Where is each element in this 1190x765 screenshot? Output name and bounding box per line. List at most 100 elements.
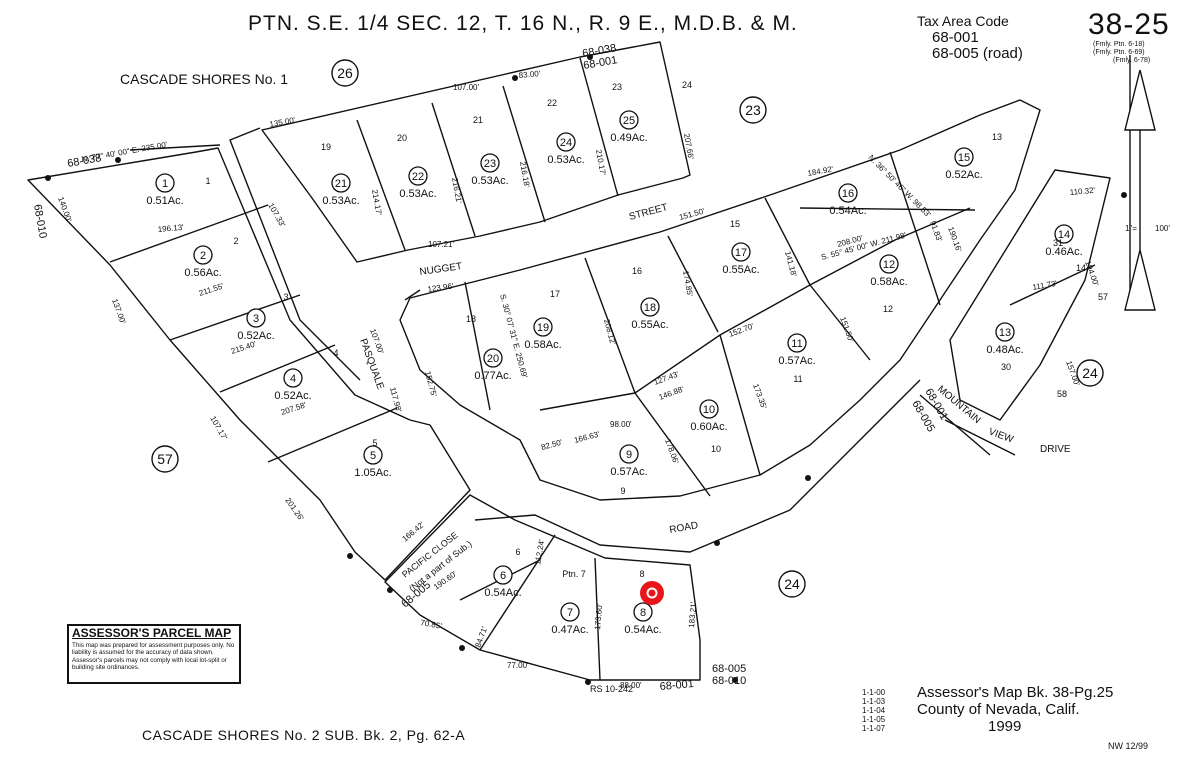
parcel-7: 70.47Ac.	[551, 602, 589, 636]
dimension-label: 208.12'	[602, 318, 618, 346]
parcel-8: 80.54Ac.	[624, 602, 662, 636]
parcel-circle	[954, 147, 974, 167]
parcel-circle	[331, 173, 351, 193]
adjacent-book-number: 57	[157, 451, 173, 467]
parcel-21: 210.53Ac.	[322, 173, 360, 207]
former-number-2: (Fmly. Ptn. 6-69)	[1093, 49, 1145, 56]
parcel-acreage: 0.55Ac.	[722, 264, 759, 276]
tax-area-code: 68-001	[582, 54, 618, 72]
parcel-4: 40.52Ac.	[274, 368, 312, 402]
parcel-number: 5	[370, 450, 376, 462]
parcel-acreage: 0.58Ac.	[870, 276, 907, 288]
tax-area-code: 68-010	[31, 203, 49, 239]
parcel-1: 10.51Ac.	[146, 173, 184, 207]
legend-note: This map was prepared for assessment pur…	[72, 642, 235, 671]
parcel-circle	[633, 602, 653, 622]
lot-number: 21	[473, 115, 483, 125]
dimension-label: 117.98'	[388, 386, 403, 413]
parcel-number: 19	[537, 322, 549, 334]
dimension-label: 173.35'	[751, 383, 769, 411]
parcel-circle	[493, 565, 513, 585]
parcel-number: 1	[162, 178, 168, 190]
tax-area-code-1: 68-001	[932, 29, 979, 46]
dimension-label: 140.00'	[56, 196, 74, 224]
parcel-acreage: 0.53Ac.	[399, 188, 436, 200]
parcel-5: 5 1.05Ac.	[354, 445, 392, 479]
survey-monuments	[45, 54, 1127, 685]
parcel-number: 21	[335, 178, 347, 190]
parcel-circle	[619, 444, 639, 464]
dimension-label: 190.16'	[946, 226, 964, 254]
lot-number: 30	[1001, 362, 1011, 372]
parcel-circle	[193, 245, 213, 265]
recorded-survey: RS 10-242	[590, 684, 633, 694]
revision-stamp: NW 12/99	[1108, 741, 1149, 751]
parcel-10: 100.60Ac.	[690, 399, 728, 433]
lot-number: 58	[1057, 389, 1067, 399]
parcel-acreage: 0.77Ac.	[474, 370, 511, 382]
dimension-label: 152.75'	[423, 370, 439, 398]
parcel-circle	[560, 602, 580, 622]
lot-number: 24	[682, 80, 692, 90]
parcel-acreage: 0.55Ac.	[631, 319, 668, 331]
lot-number: 11	[793, 374, 802, 384]
parcel-25: 250.49Ac.	[610, 110, 648, 144]
parcel-number: 25	[623, 115, 635, 127]
dimension-label: 82.50'	[540, 438, 564, 452]
lot-number: 4	[333, 348, 338, 358]
parcel-acreage: 0.52Ac.	[237, 330, 274, 342]
subdivision-north: CASCADE SHORES No. 1	[120, 71, 288, 87]
map-title: PTN. S.E. 1/4 SEC. 12, T. 16 N., R. 9 E.…	[248, 12, 798, 35]
lot-number: 9	[620, 486, 625, 496]
parcel-circle	[731, 242, 751, 262]
scale-left: 1"=	[1125, 224, 1137, 233]
dimension-label: 111.73'	[1032, 279, 1058, 292]
parcel-acreage: 0.54Ac.	[829, 205, 866, 217]
lot-number: 16	[632, 266, 642, 276]
former-number-3: (Fmly. 6-78)	[1113, 57, 1151, 64]
revision-code: 1-1-00	[862, 688, 886, 697]
parcel-acreage: 0.56Ac.	[184, 267, 221, 279]
lot-number: 19	[321, 142, 331, 152]
parcel-19: 19 0.58Ac.	[524, 317, 562, 351]
dimension-label: 88.00'	[620, 681, 642, 690]
revision-code: 1-1-03	[862, 697, 886, 706]
parcel-number: 16	[842, 188, 854, 200]
parcel-16: 16 0.54Ac.	[829, 183, 867, 217]
lot-number: 1	[205, 176, 210, 186]
parcel-circle	[699, 399, 719, 419]
scale-right: 100'	[1155, 224, 1170, 233]
assessor-book-page: Assessor's Map Bk. 38-Pg.25	[917, 684, 1114, 701]
lot-number: 13	[992, 132, 1002, 142]
parcel-14: 140.46Ac.	[1045, 224, 1083, 258]
parcel-number: 3	[253, 313, 259, 325]
dimension-label: 84.71'	[473, 625, 489, 649]
parcel-9: 90.57Ac.	[610, 444, 648, 478]
lot-number: 10	[711, 444, 721, 454]
adjacent-book-number: 24	[784, 576, 800, 592]
dimension-label: 110.32'	[1069, 186, 1096, 197]
dimension-label: 207.58'	[280, 400, 308, 417]
dimension-label: 91.83'	[928, 220, 944, 244]
lot-number: 5	[372, 438, 377, 448]
parcel-acreage: 1.05Ac.	[354, 467, 391, 479]
parcel-circle	[640, 297, 660, 317]
parcel-number: 6	[500, 570, 506, 582]
tax-area-code: 68-038	[581, 42, 617, 60]
parcel-circle	[619, 110, 639, 130]
dimension-label: S. 30° 07' 31" E. 250.69'	[498, 293, 529, 379]
parcel-circle	[533, 317, 553, 337]
parcel-acreage: 0.46Ac.	[1045, 246, 1082, 258]
dimension-label: 216.18'	[518, 161, 531, 189]
dimension-label: 214.17'	[370, 189, 383, 217]
lot-number: 18	[466, 314, 476, 324]
parcel-circle	[879, 254, 899, 274]
parcel-11: 110.57Ac.	[778, 333, 816, 367]
street-street: STREET	[628, 202, 669, 223]
lot-number: 57	[1098, 292, 1108, 302]
parcel-acreage: 0.58Ac.	[524, 339, 561, 351]
parcel-number: 2	[200, 250, 206, 262]
dimension-label: 137.00'	[110, 298, 128, 326]
dimension-label: 107.33'	[266, 202, 287, 229]
